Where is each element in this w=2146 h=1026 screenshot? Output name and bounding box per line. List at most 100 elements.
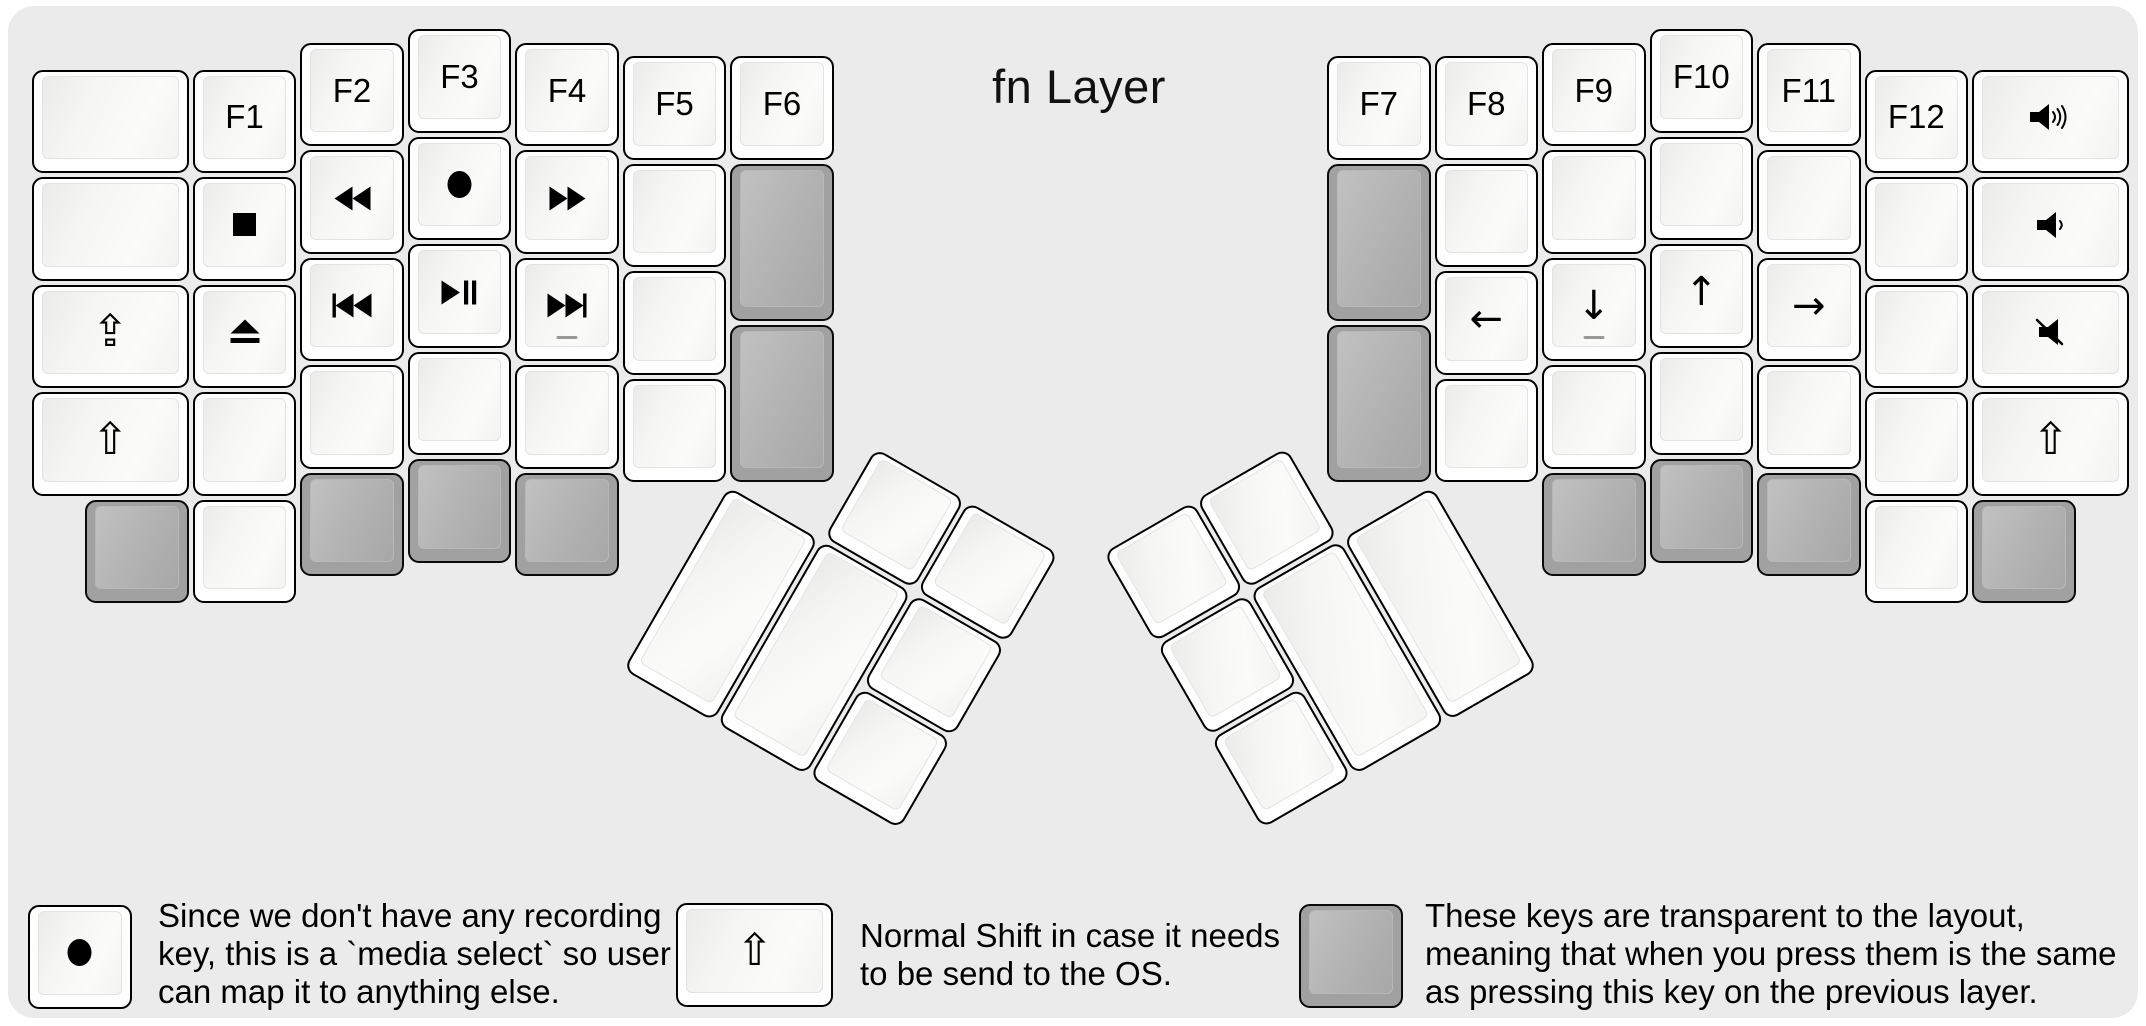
- key-blank[interactable]: [622, 378, 727, 483]
- key-glyph: ⇧: [2032, 413, 2070, 465]
- key-stop[interactable]: [192, 177, 297, 281]
- key-glyph: F3: [440, 58, 479, 96]
- key-eject[interactable]: [192, 284, 297, 389]
- keycap-top: [38, 911, 122, 995]
- key-blank[interactable]: [31, 177, 189, 281]
- keycap-top: [202, 398, 287, 482]
- key-next-track[interactable]: [515, 257, 619, 362]
- keycap-top: [525, 371, 609, 455]
- key-f7[interactable]: F7: [1327, 56, 1431, 160]
- key-blank[interactable]: [192, 499, 297, 604]
- keycap-top: ↑: [1659, 250, 1743, 334]
- key-f10[interactable]: F10: [1649, 29, 1753, 133]
- keycap-top: [1982, 75, 2120, 160]
- keycap-top: [1113, 511, 1228, 626]
- key-arrow-up[interactable]: ↑: [1649, 244, 1753, 348]
- key-transparent[interactable]: [407, 459, 512, 563]
- keycap-top: F12: [1874, 75, 1958, 160]
- key-blank[interactable]: [1542, 150, 1646, 254]
- key-arrow-right[interactable]: →: [1757, 257, 1861, 362]
- key-transparent[interactable]: [730, 163, 834, 322]
- key-blank[interactable]: [1434, 378, 1538, 483]
- key-glyph: F6: [762, 85, 802, 123]
- key-blank[interactable]: [1757, 365, 1861, 469]
- key-transparent[interactable]: [1757, 472, 1861, 577]
- keycap-top: [202, 183, 287, 267]
- key-blank[interactable]: [1864, 392, 1968, 496]
- key-blank[interactable]: [1864, 284, 1968, 389]
- key-fast-forward[interactable]: [515, 150, 619, 254]
- key-prev-track[interactable]: [300, 257, 404, 362]
- key-shift[interactable]: ⇧: [31, 392, 189, 496]
- key-f9[interactable]: F9: [1542, 42, 1646, 147]
- key-f5[interactable]: F5: [622, 56, 727, 160]
- keycap-top: F1: [202, 75, 287, 160]
- keycap-top: [202, 290, 287, 375]
- legend-key-transparent-example: [1299, 904, 1403, 1008]
- keycap-top: [632, 169, 717, 254]
- key-blank[interactable]: [1757, 150, 1861, 254]
- keycap-top: ⇧: [686, 909, 824, 993]
- key-arrow-down[interactable]: ↓: [1542, 257, 1646, 362]
- key-play-pause[interactable]: [407, 244, 512, 348]
- key-f2[interactable]: F2: [300, 42, 404, 147]
- key-blank[interactable]: [407, 351, 512, 456]
- key-blank[interactable]: [622, 163, 727, 268]
- key-transparent[interactable]: [300, 472, 404, 577]
- keycap-top: [417, 357, 502, 442]
- key-f12[interactable]: F12: [1864, 69, 1968, 174]
- keycap-top: [41, 75, 179, 160]
- keycap-top: F6: [740, 62, 824, 146]
- key-f6[interactable]: F6: [730, 56, 834, 160]
- keycap-top: [1874, 183, 1958, 267]
- key-shift[interactable]: ⇧: [1972, 392, 2130, 496]
- keycap-top: [1982, 505, 2066, 590]
- key-transparent[interactable]: [1649, 459, 1753, 563]
- keycap-top: [1982, 183, 2120, 267]
- keycap-top: [1767, 156, 1851, 240]
- rewind-icon: [334, 186, 370, 211]
- keycap-top: [525, 156, 609, 240]
- keycap-top: [1767, 478, 1851, 563]
- key-blank[interactable]: [1649, 351, 1753, 456]
- key-f11[interactable]: F11: [1757, 42, 1861, 147]
- keycap-top: [417, 142, 502, 227]
- key-transparent[interactable]: [1327, 163, 1431, 322]
- key-glyph: F12: [1887, 98, 1945, 136]
- key-transparent[interactable]: [1972, 499, 2076, 604]
- key-blank[interactable]: [1864, 177, 1968, 281]
- key-f3[interactable]: F3: [407, 29, 512, 133]
- key-blank[interactable]: [1434, 163, 1538, 268]
- key-blank[interactable]: [515, 365, 619, 469]
- key-rewind[interactable]: [300, 150, 404, 254]
- keycap-top: [310, 371, 394, 455]
- keycap-top: F9: [1552, 48, 1636, 133]
- key-blank[interactable]: [1649, 136, 1753, 241]
- key-f1[interactable]: F1: [192, 69, 297, 174]
- key-blank[interactable]: [300, 365, 404, 469]
- homing-bar: [1583, 335, 1605, 340]
- key-record[interactable]: [407, 136, 512, 241]
- key-f8[interactable]: F8: [1434, 56, 1538, 160]
- key-arrow-left[interactable]: ←: [1434, 271, 1538, 375]
- key-volume-up[interactable]: [1972, 69, 2130, 174]
- key-blank[interactable]: [622, 271, 727, 375]
- keycap-top: F3: [417, 35, 502, 119]
- key-glyph: →: [1791, 282, 1826, 329]
- key-transparent[interactable]: [515, 472, 619, 577]
- keycap-top: [1337, 169, 1421, 308]
- key-blank[interactable]: [31, 69, 189, 174]
- key-glyph: F1: [225, 98, 264, 136]
- key-blank[interactable]: [192, 392, 297, 496]
- key-f4[interactable]: F4: [515, 42, 619, 147]
- key-transparent[interactable]: [730, 325, 834, 483]
- key-volume-down[interactable]: [1972, 177, 2130, 281]
- key-blank[interactable]: [1542, 365, 1646, 469]
- key-transparent[interactable]: [85, 499, 189, 604]
- key-mute[interactable]: [1972, 284, 2130, 389]
- key-blank[interactable]: [1864, 499, 1968, 604]
- key-transparent[interactable]: [1327, 325, 1431, 483]
- key-transparent[interactable]: [1542, 472, 1646, 577]
- key-caps-shift[interactable]: ⇪: [31, 284, 189, 389]
